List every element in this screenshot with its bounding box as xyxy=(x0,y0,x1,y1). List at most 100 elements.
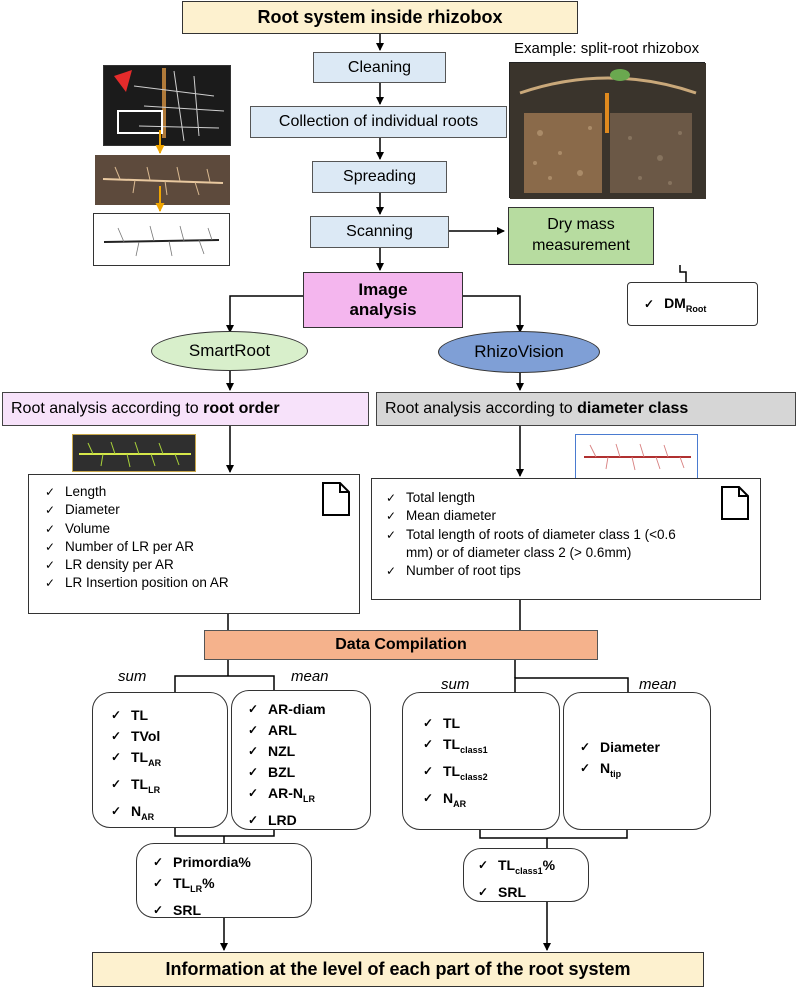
right-metrics-list: Total length Mean diameter Total length … xyxy=(384,489,702,581)
right-derived-card: TLclass1%SRL xyxy=(463,848,589,903)
metric-item: ARL xyxy=(246,720,370,741)
metric-item: NAR xyxy=(421,788,559,815)
metric-item: AR-NLR xyxy=(246,783,370,810)
smartroot-label: SmartRoot xyxy=(188,341,271,360)
dry-mass-box: Dry mass measurement xyxy=(508,207,654,265)
metric-item: Diameter xyxy=(578,737,710,758)
metric-item: LR Insertion position on AR xyxy=(43,574,359,593)
metric-item: Diameter xyxy=(43,501,359,520)
dry-mass-line2: measurement xyxy=(532,237,630,254)
metric-item: TLLR xyxy=(109,774,227,801)
root-photo-scan-graphic xyxy=(103,225,220,257)
right-header-prefix: Root analysis according to xyxy=(385,400,578,417)
mean-label-right: mean xyxy=(639,676,677,693)
left-derived-card: Primordia%TLLR%SRL xyxy=(136,843,312,921)
step-scanning: Scanning xyxy=(310,216,449,248)
metric-item: NZL xyxy=(246,741,370,762)
metric-item: TLclass1 xyxy=(421,734,559,761)
left-header-prefix: Root analysis according to xyxy=(11,400,204,417)
bottom-title-box: Information at the level of each part of… xyxy=(92,952,704,987)
dry-mass-line1: Dry mass xyxy=(547,216,615,234)
document-icon xyxy=(721,486,749,520)
metric-item: AR-diam xyxy=(246,699,370,720)
left-header-bold: root order xyxy=(203,400,280,417)
left-metrics-card: Length Diameter Volume Number of LR per … xyxy=(28,474,360,614)
left-sum-card: TLTVolTLARTLLRNAR xyxy=(92,692,228,828)
sum-label-left: sum xyxy=(118,668,147,685)
left-derived-list: Primordia%TLLR%SRL xyxy=(151,852,311,921)
right-analysis-header: Root analysis according to diameter clas… xyxy=(376,392,796,426)
metric-item: Number of LR per AR xyxy=(43,538,359,557)
right-mean-list: DiameterNtip xyxy=(578,737,710,785)
rhizovision-scan-image xyxy=(575,434,698,479)
step-collection: Collection of individual roots xyxy=(250,106,507,138)
dm-root-box: ✓ DMRoot xyxy=(627,282,758,326)
metric-item: SRL xyxy=(151,900,311,921)
top-title-box: Root system inside rhizobox xyxy=(182,1,578,34)
top-title: Root system inside rhizobox xyxy=(257,7,503,27)
metric-item: TLclass2 xyxy=(421,761,559,788)
step-cleaning: Cleaning xyxy=(313,52,446,83)
example-label: Example: split-root rhizobox xyxy=(514,40,700,57)
check-icon: ✓ xyxy=(644,297,655,311)
metric-item: TLclass1% xyxy=(476,855,588,882)
metric-item: TL xyxy=(421,713,559,734)
metric-item: TLAR xyxy=(109,747,227,774)
metric-item: LR density per AR xyxy=(43,556,359,575)
smartroot-scan-graphic xyxy=(79,441,191,468)
step-label: Spreading xyxy=(343,168,416,185)
metric-item: Total length xyxy=(384,489,702,508)
left-sum-list: TLTVolTLARTLLRNAR xyxy=(109,705,227,827)
root-photo-spread-graphic xyxy=(102,166,224,196)
left-mean-list: AR-diamARLNZLBZLAR-NLRLRD xyxy=(246,699,370,831)
metric-item: TL xyxy=(109,705,227,726)
metric-item: Volume xyxy=(43,520,359,539)
bottom-title: Information at the level of each part of… xyxy=(165,959,631,979)
rhizovision-label: RhizoVision xyxy=(474,342,564,361)
smartroot-scan-image xyxy=(72,434,196,472)
metric-item: LRD xyxy=(246,810,370,831)
rhizobox-photo-graphic xyxy=(510,63,706,199)
rhizobox-photo xyxy=(509,62,706,199)
root-photo-graphic xyxy=(114,68,225,142)
data-compilation-box: Data Compilation xyxy=(204,630,598,660)
sum-label-right: sum xyxy=(441,676,470,693)
metric-item: NAR xyxy=(109,801,227,828)
left-analysis-header: Root analysis according to root order xyxy=(2,392,369,426)
step-label: Cleaning xyxy=(347,58,412,76)
image-analysis-line2: analysis xyxy=(349,300,417,319)
right-sum-list: TLTLclass1TLclass2NAR xyxy=(421,713,559,814)
right-metrics-card: Total length Mean diameter Total length … xyxy=(371,478,761,600)
right-header-bold: diameter class xyxy=(577,400,689,417)
metric-item: Number of root tips xyxy=(384,562,702,581)
step-label: Collection of individual roots xyxy=(278,113,479,130)
rhizovision-oval: RhizoVision xyxy=(438,331,600,373)
right-derived-list: TLclass1%SRL xyxy=(476,855,588,903)
image-analysis-box: Image analysis xyxy=(303,272,463,328)
root-photo-spread xyxy=(95,155,230,205)
rhizovision-scan-graphic xyxy=(584,443,691,471)
left-metrics-list: Length Diameter Volume Number of LR per … xyxy=(43,483,359,593)
smartroot-oval: SmartRoot xyxy=(151,331,308,371)
metric-item: SRL xyxy=(476,882,588,903)
metric-item: TLLR% xyxy=(151,873,311,900)
metric-item: Total length of roots of diameter class … xyxy=(384,526,702,563)
document-icon xyxy=(322,482,350,516)
data-compilation-label: Data Compilation xyxy=(335,636,467,653)
image-analysis-line1: Image xyxy=(358,279,408,299)
dm-root-label: DMRoot xyxy=(664,294,707,314)
mean-label-left: mean xyxy=(291,668,329,685)
root-photo-scan xyxy=(93,213,230,266)
right-mean-card: DiameterNtip xyxy=(563,692,711,830)
metric-item: Length xyxy=(43,483,359,502)
step-label: Scanning xyxy=(346,223,413,240)
root-photo-rhizobox xyxy=(103,65,231,146)
metric-item: BZL xyxy=(246,762,370,783)
right-sum-card: TLTLclass1TLclass2NAR xyxy=(402,692,560,830)
metric-item: Primordia% xyxy=(151,852,311,873)
metric-item: Ntip xyxy=(578,758,710,785)
left-mean-card: AR-diamARLNZLBZLAR-NLRLRD xyxy=(231,690,371,831)
metric-item: TVol xyxy=(109,726,227,747)
step-spreading: Spreading xyxy=(312,161,447,193)
